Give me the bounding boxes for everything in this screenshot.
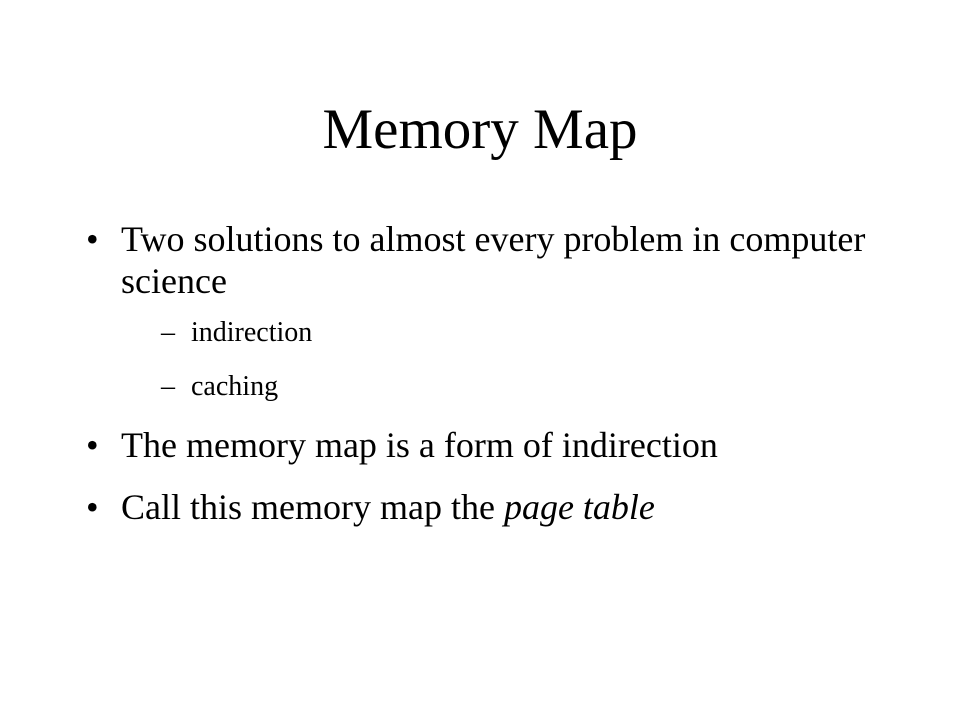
bullet-text: Call this memory map the	[121, 487, 504, 527]
sub-bullet-list: – indirection – caching	[121, 316, 906, 403]
bullet-item: • The memory map is a form of indirectio…	[86, 424, 906, 466]
sub-bullet-text: caching	[191, 371, 279, 402]
bullet-icon: •	[86, 219, 99, 259]
dash-icon: –	[161, 317, 175, 348]
bullet-icon: •	[86, 487, 99, 527]
sub-bullet-item: – caching	[161, 370, 906, 403]
slide-title: Memory Map	[322, 98, 638, 161]
bullet-icon: •	[86, 425, 99, 465]
bullet-item: • Two solutions to almost every problem …	[86, 218, 906, 403]
bullet-item: • Call this memory map the page table	[86, 486, 906, 528]
sub-bullet-item: – indirection	[161, 316, 906, 349]
sub-bullet-text: indirection	[191, 317, 313, 348]
bullet-text: Two solutions to almost every problem in…	[121, 219, 866, 301]
emphasized-term: page table	[503, 487, 655, 527]
bullet-text: The memory map is a form of indirection	[121, 425, 718, 465]
dash-icon: –	[161, 371, 175, 402]
bullet-list: • Two solutions to almost every problem …	[86, 218, 906, 548]
